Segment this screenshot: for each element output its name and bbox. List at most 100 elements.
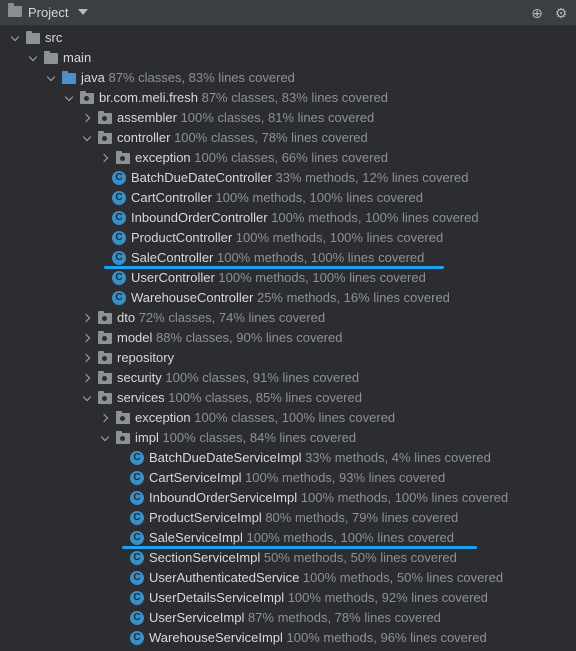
tree-folder-item[interactable]: controller 100% classes, 78% lines cover…: [0, 128, 576, 148]
package-icon: [98, 331, 112, 344]
tree-folder-item[interactable]: security 100% classes, 91% lines covered: [0, 368, 576, 388]
item-name: br.com.meli.fresh: [99, 90, 198, 105]
chevron-down-icon[interactable]: [82, 388, 94, 408]
tree-item-label: CartController 100% methods, 100% lines …: [131, 188, 423, 208]
tree-item-label: exception 100% classes, 100% lines cover…: [135, 408, 395, 428]
chevron-right-icon[interactable]: [82, 308, 94, 328]
coverage-stats: 100% methods, 100% lines covered: [242, 530, 454, 545]
class-icon: C: [112, 271, 126, 285]
tree-folder-item[interactable]: src: [0, 28, 576, 48]
class-icon: C: [130, 451, 144, 465]
coverage-stats: 100% classes, 91% lines covered: [161, 370, 360, 385]
coverage-stats: 100% classes, 85% lines covered: [164, 390, 362, 405]
class-icon: C: [130, 471, 144, 485]
class-icon: C: [130, 591, 144, 605]
tree-folder-item[interactable]: services 100% classes, 85% lines covered: [0, 388, 576, 408]
tree-folder-item[interactable]: dto 72% classes, 74% lines covered: [0, 308, 576, 328]
source-folder-icon: [62, 71, 76, 84]
coverage-stats: 88% classes, 90% lines covered: [152, 330, 343, 345]
coverage-stats: 100% methods, 100% lines covered: [232, 230, 444, 245]
chevron-right-icon[interactable]: [82, 348, 94, 368]
coverage-stats: 100% methods, 100% lines covered: [213, 250, 425, 265]
target-icon[interactable]: ⊕: [531, 5, 543, 21]
chevron-down-icon[interactable]: [46, 68, 58, 88]
tree-folder-item[interactable]: repository: [0, 348, 576, 368]
item-name: controller: [117, 130, 171, 145]
item-name: CartController: [131, 190, 212, 205]
chevron-down-icon[interactable]: [100, 428, 112, 448]
chevron-down-icon[interactable]: [78, 9, 88, 15]
item-name: UserDetailsServiceImpl: [149, 590, 285, 605]
tree-folder-item[interactable]: impl 100% classes, 84% lines covered: [0, 428, 576, 448]
chevron-down-icon[interactable]: [10, 28, 22, 48]
chevron-right-icon[interactable]: [82, 368, 94, 388]
project-folder-icon: [8, 3, 22, 17]
gear-icon[interactable]: ⚙: [554, 5, 568, 21]
class-icon: C: [112, 171, 126, 185]
chevron-down-icon[interactable]: [82, 128, 94, 148]
item-name: services: [117, 390, 165, 405]
item-name: BatchDueDateServiceImpl: [149, 450, 302, 465]
coverage-stats: 100% classes, 66% lines covered: [190, 150, 388, 165]
tree-item-label: UserDetailsServiceImpl 100% methods, 92%…: [149, 588, 488, 608]
class-icon: C: [130, 511, 144, 525]
coverage-stats: 50% methods, 50% lines covered: [260, 550, 457, 565]
tree-item-label: SaleServiceImpl 100% methods, 100% lines…: [149, 528, 454, 548]
package-icon: [98, 391, 112, 404]
class-icon: C: [130, 531, 144, 545]
coverage-stats: 100% classes, 100% lines covered: [190, 410, 396, 425]
coverage-stats: 100% methods, 100% lines covered: [211, 190, 423, 205]
chevron-right-icon[interactable]: [82, 328, 94, 348]
tree-item-label: exception 100% classes, 66% lines covere…: [135, 148, 388, 168]
item-name: dto: [117, 310, 136, 325]
tree-folder-item[interactable]: assembler 100% classes, 81% lines covere…: [0, 108, 576, 128]
folder-icon: [26, 31, 40, 44]
tree-class-item[interactable]: C BatchDueDateController 33% methods, 12%…: [0, 168, 576, 188]
chevron-right-icon[interactable]: [100, 148, 112, 168]
class-icon: C: [130, 551, 144, 565]
class-icon: C: [112, 211, 126, 225]
tree-folder-item[interactable]: main: [0, 48, 576, 68]
item-name: SaleController: [131, 250, 214, 265]
item-name: exception: [135, 410, 191, 425]
folder-icon: [44, 51, 58, 64]
coverage-stats: 33% methods, 12% lines covered: [271, 170, 469, 185]
package-icon: [116, 151, 130, 164]
tree-folder-item[interactable]: model 88% classes, 90% lines covered: [0, 328, 576, 348]
item-name: SectionServiceImpl: [149, 550, 261, 565]
tree-class-item[interactable]: C SaleServiceImpl 100% methods, 100% line…: [0, 528, 576, 549]
tree-folder-item[interactable]: java 87% classes, 83% lines covered: [0, 68, 576, 88]
tree-item-label: BatchDueDateController 33% methods, 12% …: [131, 168, 468, 188]
item-name: exception: [135, 150, 191, 165]
chevron-down-icon[interactable]: [64, 88, 76, 108]
chevron-right-icon[interactable]: [82, 108, 94, 128]
tree-class-item[interactable]: C UserDetailsServiceImpl 100% methods, 92…: [0, 588, 576, 608]
chevron-right-icon[interactable]: [100, 408, 112, 428]
tree-item-label: WarehouseController 25% methods, 16% lin…: [131, 288, 450, 308]
tree-class-item[interactable]: C SectionServiceImpl 50% methods, 50% lin…: [0, 548, 576, 568]
tree-folder-item[interactable]: exception 100% classes, 66% lines covere…: [0, 148, 576, 168]
tree-item-label: java 87% classes, 83% lines covered: [81, 68, 295, 88]
coverage-stats: 87% classes, 83% lines covered: [104, 70, 295, 85]
tree-item-label: main: [63, 48, 91, 68]
tree-item-label: ProductController 100% methods, 100% lin…: [131, 228, 443, 248]
package-icon: [98, 351, 112, 364]
tree-folder-item[interactable]: exception 100% classes, 100% lines cover…: [0, 408, 576, 428]
project-view-title[interactable]: Project: [28, 5, 69, 20]
tree-folder-item[interactable]: br.com.meli.fresh 87% classes, 83% lines…: [0, 88, 576, 108]
tree-item-label: UserServiceImpl 87% methods, 78% lines c…: [149, 608, 441, 628]
chevron-down-icon[interactable]: [28, 48, 40, 68]
